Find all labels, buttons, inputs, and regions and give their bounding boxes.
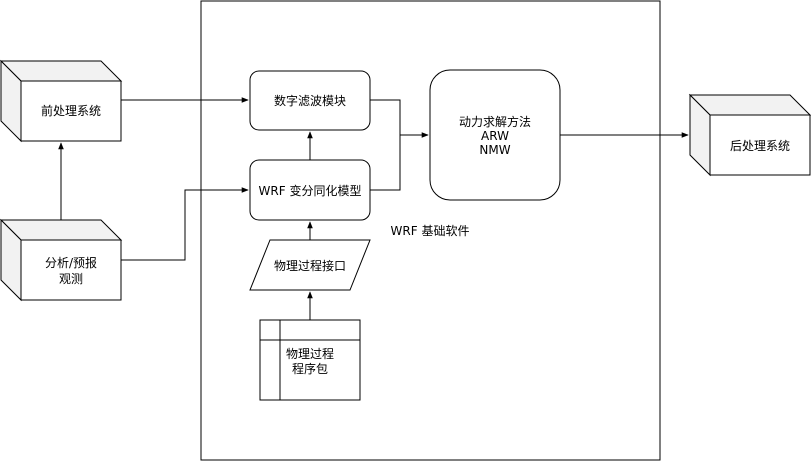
postprocess-system-box: 后处理系统 (688, 93, 811, 177)
dynamics-label-line2: ARW (481, 129, 509, 143)
digital-filter-module: 数字滤波模块 (249, 70, 371, 131)
physics-package-label-line1: 物理过程 (286, 346, 334, 361)
analysis-observation-box: 分析/预报 观测 (0, 218, 123, 302)
physics-package-label-line2: 程序包 (292, 361, 328, 376)
preprocess-system-box: 前处理系统 (0, 59, 123, 143)
digital-filter-label: 数字滤波模块 (274, 93, 346, 108)
physics-package: 物理过程 程序包 (259, 319, 361, 401)
edge-analysis-to-wrfvar (121, 187, 249, 261)
wrf-base-software-label: WRF 基础软件 (391, 224, 470, 238)
preprocess-system-label: 前处理系统 (41, 103, 101, 118)
dynamics-solver: 动力求解方法 ARW NMW (429, 69, 561, 201)
edge-filter-to-dynamics (370, 99, 429, 138)
wrf-var-label: WRF 变分同化模型 (259, 183, 362, 198)
analysis-observation-label-line1: 分析/预报 (45, 255, 97, 270)
postprocess-system-label: 后处理系统 (730, 139, 790, 153)
physics-interface: 物理过程接口 (249, 239, 371, 291)
edge-wrfvar-to-dynamics (370, 135, 401, 191)
wrf-var-model: WRF 变分同化模型 (249, 159, 371, 221)
analysis-observation-label-line2: 观测 (59, 272, 83, 286)
dynamics-label-line1: 动力求解方法 (459, 114, 531, 129)
dynamics-label-line3: NMW (479, 143, 510, 157)
physics-interface-label: 物理过程接口 (274, 258, 346, 273)
